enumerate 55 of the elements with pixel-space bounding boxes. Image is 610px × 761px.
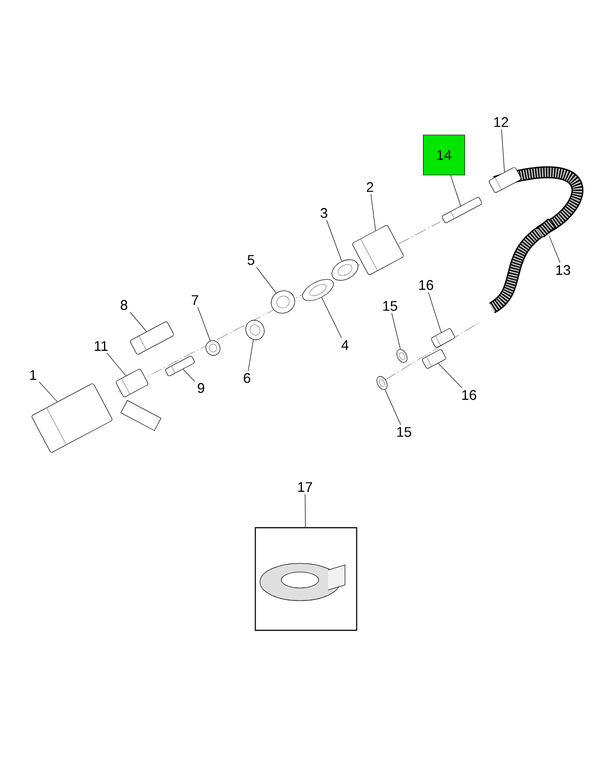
- leader-line: [182, 368, 196, 382]
- wire-drawing: [442, 197, 482, 223]
- connector-drawing: [352, 225, 404, 275]
- callout-number: 17: [298, 482, 312, 492]
- frame: [254, 527, 358, 631]
- tape-roll-drawing: [260, 563, 346, 601]
- leader-line: [450, 175, 461, 206]
- callout-number: 16: [462, 390, 476, 400]
- terminal-drawing: [165, 356, 195, 376]
- ring-terminal-drawing: [376, 376, 388, 390]
- cover-drawing: [130, 322, 174, 354]
- sleeve-drawing: [206, 340, 220, 356]
- leader-line: [256, 266, 276, 294]
- leader-line: [248, 339, 254, 372]
- sleeve-drawing: [246, 320, 264, 340]
- sleeve-drawing: [422, 349, 446, 369]
- leader-line: [391, 312, 401, 350]
- callout-number: 15: [397, 427, 412, 437]
- leader-line: [428, 292, 442, 333]
- callout-number: 8: [120, 300, 128, 310]
- callout-number: 16: [419, 280, 434, 290]
- conduit-end-drawing: [488, 167, 522, 193]
- leader-line: [326, 220, 342, 262]
- ring-drawing: [270, 290, 296, 314]
- callout-number: 15: [383, 301, 398, 311]
- leader-line: [438, 363, 462, 388]
- leader-line: [501, 128, 505, 172]
- callout-number: 6: [244, 373, 250, 383]
- callout-number: 13: [556, 265, 570, 275]
- leader-line: [38, 382, 58, 402]
- leader-line: [197, 306, 211, 341]
- callout-number: 4: [341, 340, 348, 350]
- leader-line: [370, 194, 376, 231]
- leader-line: [304, 494, 306, 528]
- terminal-block-drawing: [116, 368, 148, 398]
- leader-line: [321, 297, 342, 338]
- highlight-box: 14: [423, 134, 465, 176]
- leader-line: [130, 312, 147, 332]
- sleeve-drawing: [431, 328, 455, 348]
- callout-number: 9: [198, 383, 204, 393]
- ring-terminal-drawing: [396, 349, 408, 363]
- leader-line: [548, 235, 560, 264]
- callout-number: 5: [248, 255, 254, 265]
- leader-line: [106, 352, 126, 376]
- seal-drawing: [302, 279, 334, 301]
- callout-number: 3: [320, 208, 328, 218]
- callout-number: 12: [494, 117, 508, 127]
- callout-number: 7: [192, 295, 198, 305]
- callout-number: 2: [366, 182, 374, 192]
- connector-body-drawing: [32, 383, 112, 453]
- callout-number: 1: [30, 370, 36, 380]
- conduit-drawing: [536, 218, 556, 238]
- leader-line: [384, 389, 402, 426]
- flange-drawing: [332, 259, 358, 281]
- callout-number: 11: [94, 341, 108, 351]
